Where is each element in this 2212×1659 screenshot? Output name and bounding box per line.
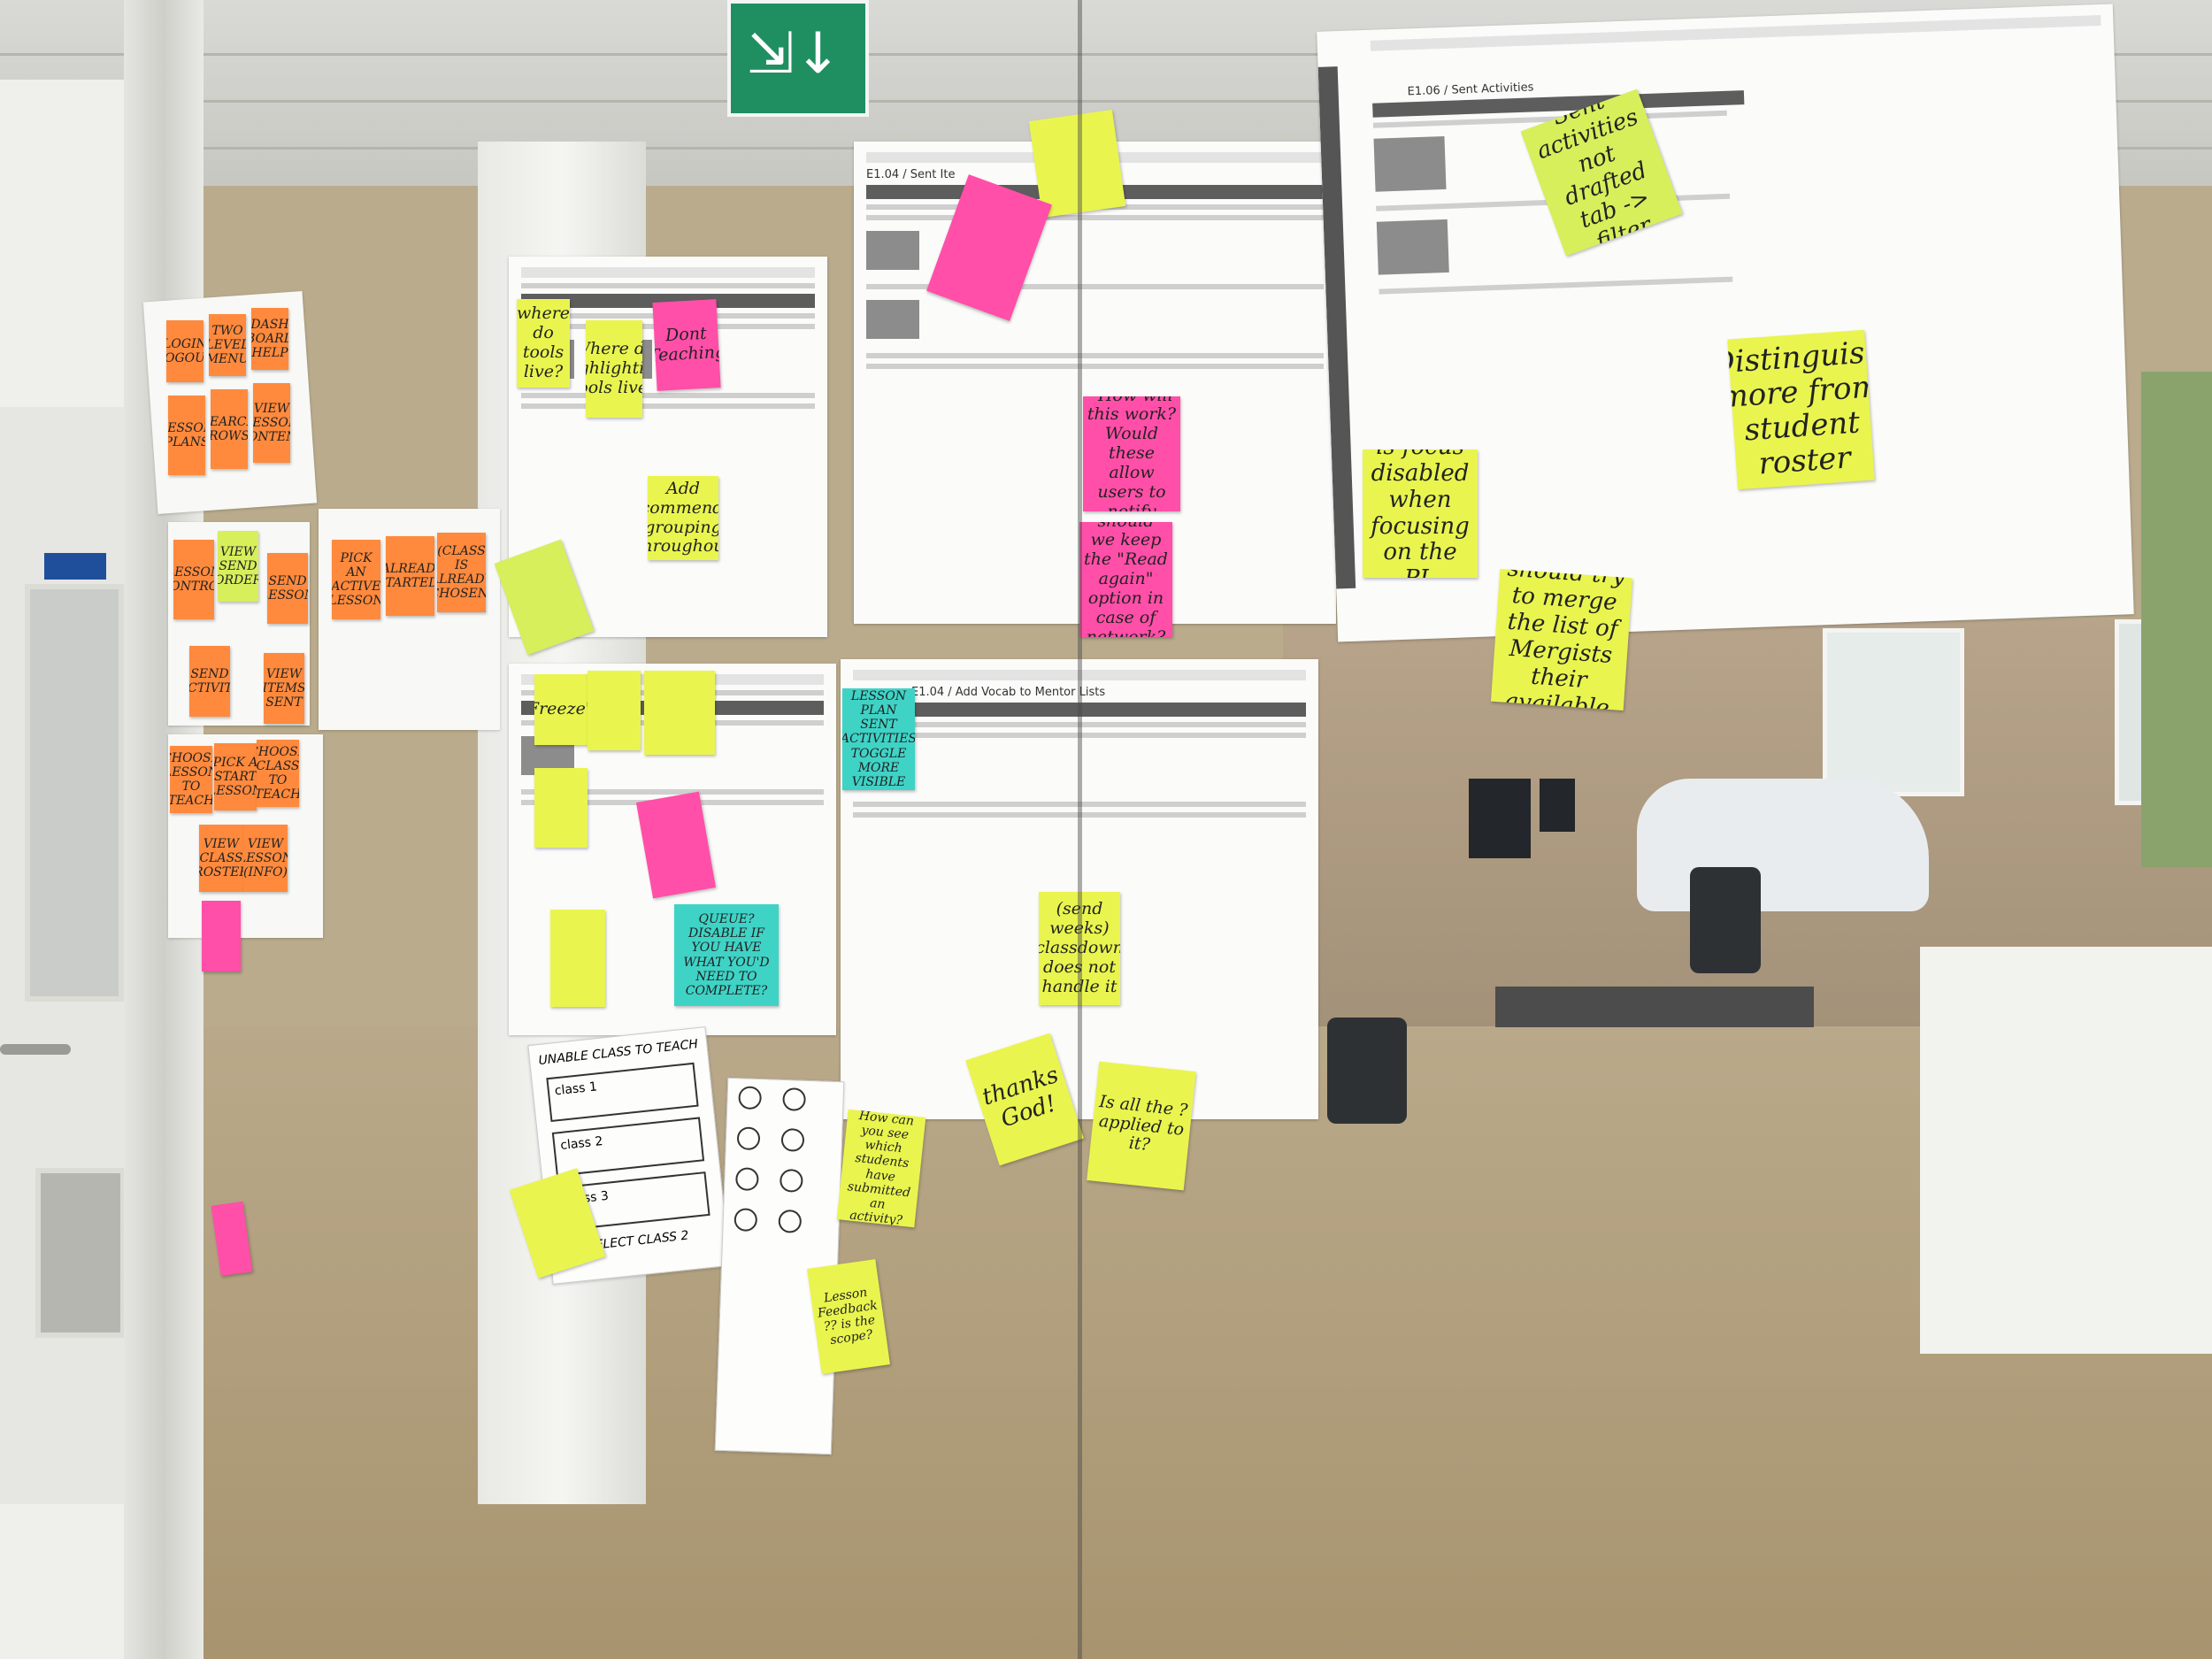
wireframe-title: E1.04 / Sent Ite (866, 168, 956, 181)
wireframe-title: E1.04 / Add Vocab to Mentor Lists (911, 686, 1106, 699)
window (1823, 628, 1964, 796)
sketch-row: class 1 (546, 1062, 699, 1123)
sticky-note: Distinguish more from student roster (1727, 329, 1875, 490)
sticky-note: LESSON PLAN SENT ACTIVITIES TOGGLE MORE … (842, 688, 915, 790)
sticky-note: SEARCH BROWSE (211, 389, 248, 469)
sticky-note (202, 901, 241, 972)
desk (1495, 987, 1814, 1027)
sticky-note: (ALREADY STARTED) (386, 536, 434, 616)
sticky-note: (send weeks) classdown does not handle i… (1039, 892, 1120, 1005)
sticky-note: where do tools live? (517, 299, 570, 388)
sticky-note: "Freeze"? (534, 674, 588, 745)
sticky-note: SEND LESSON (267, 553, 308, 624)
sticky-note: Add recommended grouping throughout (648, 476, 718, 560)
sticky-note: CHOOSE LESSON TO TEACH (170, 746, 212, 813)
sticky-note: Where do highlighting tools live? (586, 320, 642, 418)
sticky-note: VIEW SEND ORDER (218, 531, 258, 602)
sticky-note: CHOOSE CLASS TO TEACH (257, 740, 299, 807)
sticky-note: VIEW CLASS ROSTER (199, 825, 243, 892)
sticky-note: LESSON CONTROL (173, 540, 214, 619)
door-window (25, 584, 124, 1002)
monitor (1540, 779, 1575, 832)
door-window (35, 1168, 126, 1338)
sticky-note: Is all the ? applied to it? (1087, 1061, 1196, 1191)
glass-seam (1078, 0, 1082, 1659)
sticky-note: PICK A START LESSON (214, 743, 257, 810)
exit-sign: ⇲↓ (727, 0, 869, 117)
sticky-note: How can you see which students have subm… (836, 1109, 926, 1228)
sticky-note: VIEW LESSON (INFO) (243, 825, 288, 892)
sticky-note: QUEUE? DISABLE IF YOU HAVE WHAT YOU'D NE… (674, 904, 779, 1006)
sticky-note: (CLASS IS ALREADY CHOSEN) (437, 533, 486, 612)
sticky-note: Dont "Teaching" (652, 299, 721, 391)
sticky-note (588, 671, 641, 750)
sticky-note (534, 768, 588, 848)
sticky-note: VIEW LESSON CONTENT (253, 383, 290, 463)
sticky-note: should we keep the "Read again" option i… (1079, 522, 1172, 637)
sticky-note (644, 671, 715, 755)
wireframe-printout: E1.04 / Add Vocab to Mentor Lists (841, 659, 1318, 1119)
sticky-note: Who should try to merge the list of Merg… (1490, 568, 1633, 711)
door-handle (0, 1044, 71, 1055)
sticky-note: SEND ACTIVITY (189, 646, 230, 717)
sticky-note: Rebrand "How will this work? Would these… (1083, 396, 1180, 511)
wireframe-title: E1.06 / Sent Activities (1407, 81, 1534, 99)
sticky-note: LOGIN LOGOUT (166, 320, 204, 382)
sticky-note: DASH BOARD HELP (251, 308, 288, 370)
sticky-note (550, 910, 605, 1007)
monitor (1469, 779, 1531, 858)
sticky-note: TWO LEVEL MENU (209, 314, 246, 376)
office-chair (1327, 1018, 1407, 1124)
white-cabinet (1920, 947, 2212, 1354)
sticky-note: PICK AN ACTIVE LESSON (332, 540, 380, 619)
trees (2141, 372, 2212, 867)
info-sign (44, 553, 106, 580)
office-chair (1690, 867, 1761, 973)
sticky-note: VIEW ITEMS SENT (264, 653, 304, 724)
sticky-note: is focus disabled when focusing on the P… (1363, 449, 1478, 578)
sticky-note: Lesson Feedback ?? is the scope? (807, 1259, 890, 1374)
parked-car (1637, 779, 1929, 911)
